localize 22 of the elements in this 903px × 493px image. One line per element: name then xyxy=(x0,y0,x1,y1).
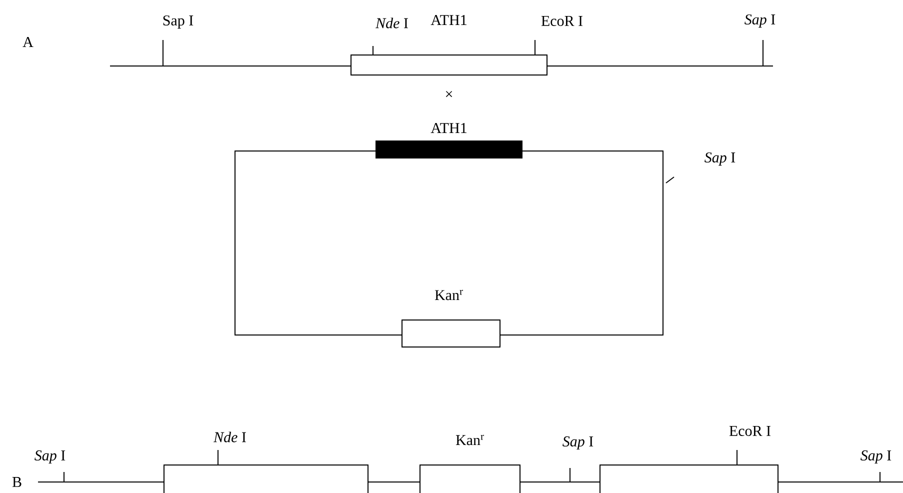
site-label: Sap I xyxy=(744,14,776,28)
site-label: EcoR I xyxy=(541,16,583,26)
site-label: Sap I xyxy=(860,450,892,464)
gene-box xyxy=(164,464,368,493)
site-label: Nde I xyxy=(375,18,408,28)
gene-box xyxy=(600,464,778,493)
node-label: Kan$^{r}$ xyxy=(434,290,463,300)
site-label: A xyxy=(22,37,34,47)
site-label: EcoR I xyxy=(729,426,770,436)
gene-box: ATH1 xyxy=(376,123,522,158)
site-label: Sap I xyxy=(34,450,66,464)
gene-box: Kan$^{r}$ xyxy=(402,290,500,348)
node-label: ATH1 xyxy=(430,123,466,133)
site-label: B xyxy=(12,477,22,487)
node-label: Kan$^{r}$ xyxy=(456,434,484,446)
site-label: × xyxy=(446,90,452,98)
gene-box: Kan$^{r}$ xyxy=(420,434,520,493)
site-label: Sap I xyxy=(163,15,194,29)
site-label: Nde I xyxy=(213,432,246,442)
site-label: Sap I xyxy=(704,152,736,166)
node-label: ATH1 xyxy=(430,15,466,25)
site-label: Sap I xyxy=(562,436,594,450)
